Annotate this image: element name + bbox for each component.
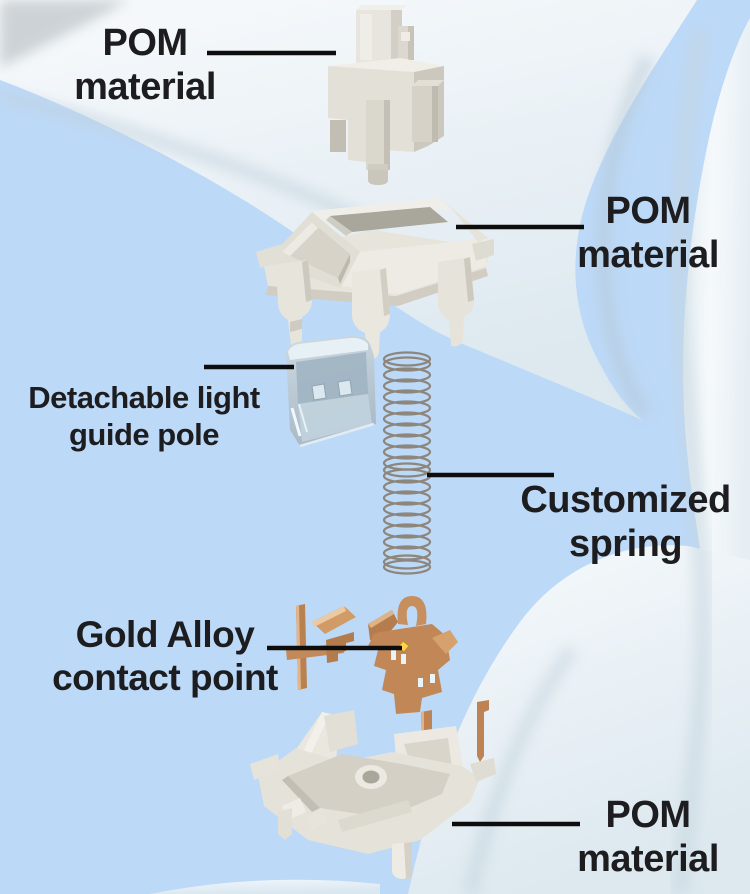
- label-line: POM: [605, 794, 691, 836]
- fabric-bottom-sliver: [150, 879, 380, 894]
- top-housing: [256, 198, 494, 360]
- label-pom-bottom-housing: POM material: [563, 793, 733, 881]
- label-line: material: [577, 838, 719, 881]
- fabric-fold-shadow: [0, 88, 384, 235]
- label-line: material: [577, 234, 719, 277]
- label-line: spring: [568, 523, 683, 566]
- label-line: material: [74, 66, 216, 109]
- leader-lines: [204, 50, 584, 827]
- label-line: Customized: [520, 479, 731, 521]
- fabric-corner-shade: [0, 0, 130, 68]
- fabric-fold-shadow: [670, 28, 712, 894]
- label-customized-spring: Customized spring: [518, 478, 733, 566]
- label-light-guide-pole: Detachable light guide pole: [14, 379, 274, 453]
- bottom-housing: [250, 710, 496, 880]
- label-line: Gold Alloy: [75, 614, 255, 655]
- label-line: contact point: [52, 656, 278, 698]
- switch-stem: [328, 5, 444, 185]
- label-pom-top-housing: POM material: [563, 189, 733, 277]
- label-line: POM: [605, 190, 691, 232]
- label-gold-alloy-contact: Gold Alloy contact point: [35, 614, 295, 700]
- label-pom-stem: POM material: [55, 21, 235, 109]
- label-line: Detachable light: [28, 380, 260, 415]
- label-line: POM: [102, 22, 188, 64]
- fabric-fold-shadow: [595, 54, 656, 419]
- light-guide-pole: [286, 335, 376, 448]
- fabric-fold-shadow: [462, 645, 579, 894]
- label-line: guide pole: [69, 417, 220, 453]
